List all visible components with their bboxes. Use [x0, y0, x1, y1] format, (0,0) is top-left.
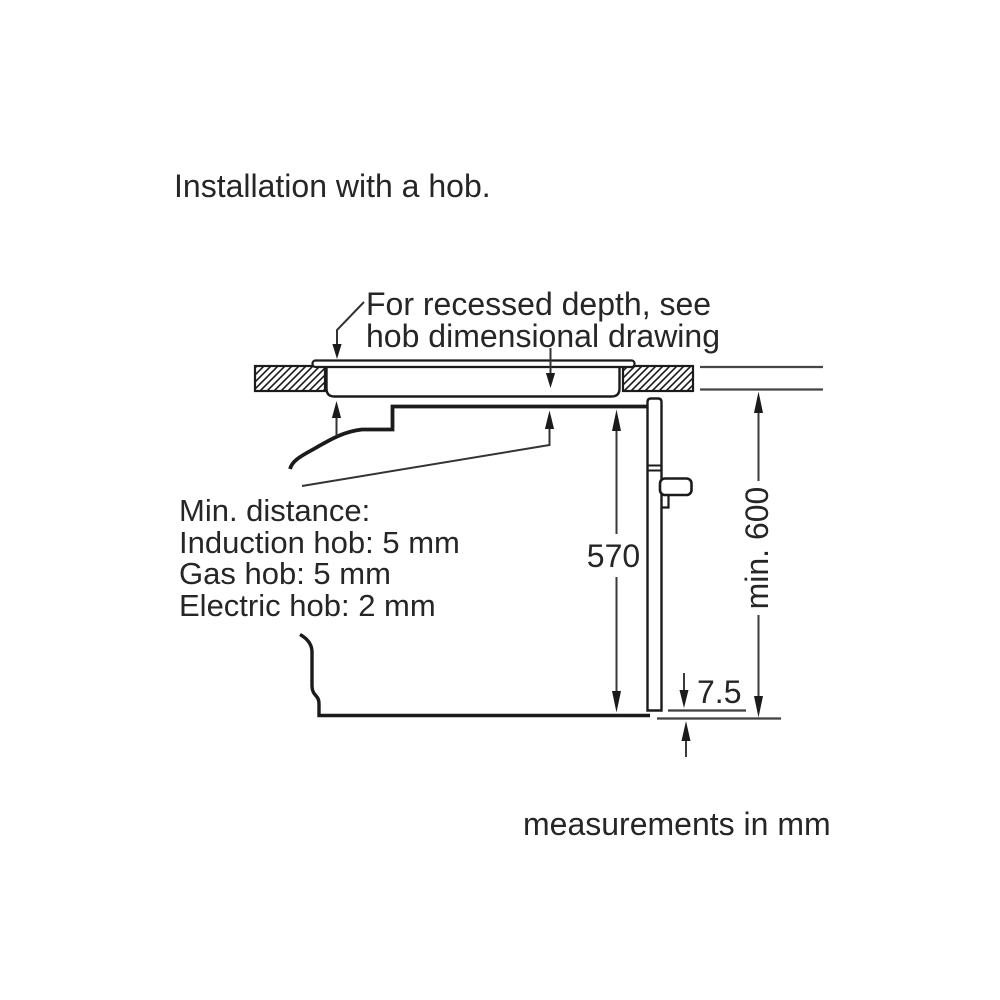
recessed-depth-arrow-left — [332, 344, 342, 359]
dimension-570-label: 570 — [587, 538, 640, 574]
handle-bracket — [661, 496, 670, 509]
dimension-7-5: 7.5 — [679, 673, 741, 757]
oven-carcass — [288, 404, 650, 718]
units-note: measurements in mm — [523, 806, 831, 842]
countertop-right-section — [621, 364, 695, 393]
recessed-depth-note: For recessed depth, see hob dimensional … — [366, 288, 720, 352]
oven-top-edge — [288, 404, 648, 470]
oven-door-seam — [647, 464, 662, 472]
recessed-depth-note-line2: hob dimensional drawing — [366, 318, 720, 354]
min-distance-electric: Electric hob: 2 mm — [179, 588, 436, 624]
min-distance-arrow-left — [331, 401, 342, 418]
oven-bottom-edge — [299, 633, 650, 718]
oven-front — [646, 397, 693, 712]
min-distance-note: Min. distance: Induction hob: 5 mm Gas h… — [179, 495, 460, 622]
min-distance-heading: Min. distance: — [179, 493, 371, 528]
dimension-7-5-label: 7.5 — [697, 674, 741, 710]
recessed-depth-arrow-mid — [545, 373, 556, 388]
min-distance-induction: Induction hob: 5 mm — [179, 524, 460, 560]
countertop-extension-lines — [700, 365, 823, 391]
countertop — [253, 364, 823, 393]
min-distance-arrow-mid — [544, 410, 555, 429]
countertop-left-section — [253, 364, 327, 393]
dimension-min-600-label: min. 600 — [739, 487, 775, 610]
hob-top-plate — [311, 359, 636, 369]
bottom-gap-lines — [657, 709, 781, 720]
oven-door-handle — [658, 477, 693, 497]
dimension-570: 570 — [587, 409, 640, 713]
recessed-depth-note-line1: For recessed depth, see — [366, 286, 712, 322]
page-title: Installation with a hob. — [174, 168, 491, 204]
dimension-min-600: min. 600 — [739, 391, 775, 718]
hob — [311, 359, 636, 398]
hob-recess-tub — [325, 362, 621, 398]
oven-door — [646, 397, 663, 712]
min-distance-leader — [301, 416, 551, 487]
min-distance-gas: Gas hob: 5 mm — [179, 556, 391, 592]
recessed-depth-leader — [336, 301, 552, 375]
